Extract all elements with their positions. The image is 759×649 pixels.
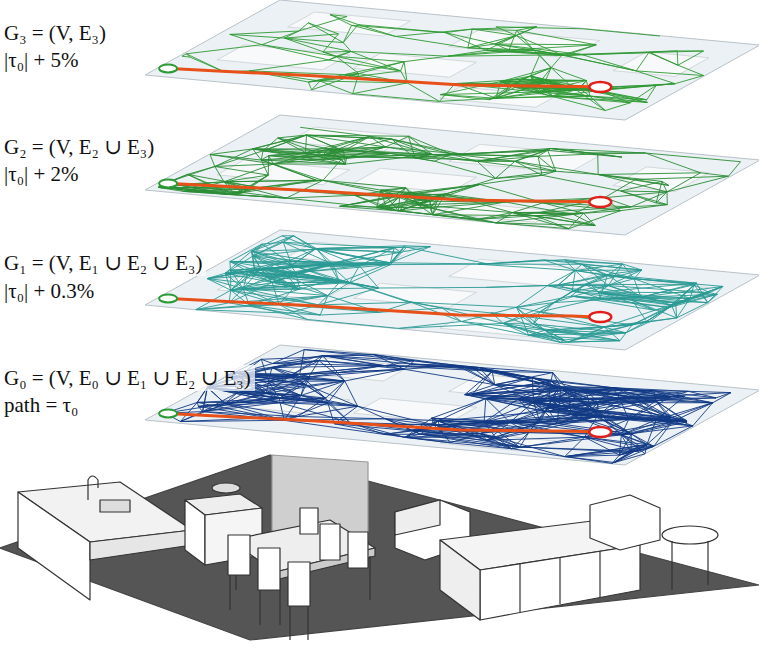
layer-plane: [145, 230, 759, 350]
room-illustration: [0, 455, 759, 640]
goal-marker: [589, 312, 611, 322]
goal-marker: [589, 427, 611, 437]
graph-label: G₃ = (V, E₃): [2, 20, 110, 46]
layer-plane: [145, 115, 759, 235]
cost-label: |τ₀| + 5%: [2, 47, 83, 73]
graph-layer: [145, 0, 759, 120]
cost-label: |τ₀| + 0.3%: [2, 278, 98, 304]
roadmap-edges: [158, 127, 740, 228]
cost-label: path = τ₀: [2, 392, 82, 418]
goal-marker: [589, 82, 611, 92]
layer-plane: [145, 345, 759, 465]
graph-layer: [145, 115, 759, 235]
graph-label: G₂ = (V, E₂ ∪ E₃): [2, 134, 158, 160]
goal-marker: [589, 197, 611, 207]
start-marker: [159, 179, 177, 187]
roadmap-edges: [182, 15, 704, 111]
path-curve: [170, 69, 598, 87]
path-curve: [168, 413, 600, 432]
cost-label: |τ₀| + 2%: [2, 161, 83, 187]
layer-plane: [145, 0, 759, 120]
path-curve: [169, 299, 602, 318]
start-marker: [159, 294, 177, 302]
roadmap-edges: [196, 236, 723, 343]
floorplan-outline: [354, 53, 477, 77]
graph-layer: [145, 345, 759, 465]
start-marker: [159, 64, 177, 72]
path-curve: [167, 183, 602, 202]
graph-label: G₁ = (V, E₁ ∪ E₂ ∪ E₃): [2, 250, 206, 276]
start-marker: [159, 409, 177, 417]
graph-layer: [145, 230, 759, 350]
graph-label: G₀ = (V, E₀ ∪ E₁ ∪ E₂ ∪ E₃): [2, 365, 255, 391]
